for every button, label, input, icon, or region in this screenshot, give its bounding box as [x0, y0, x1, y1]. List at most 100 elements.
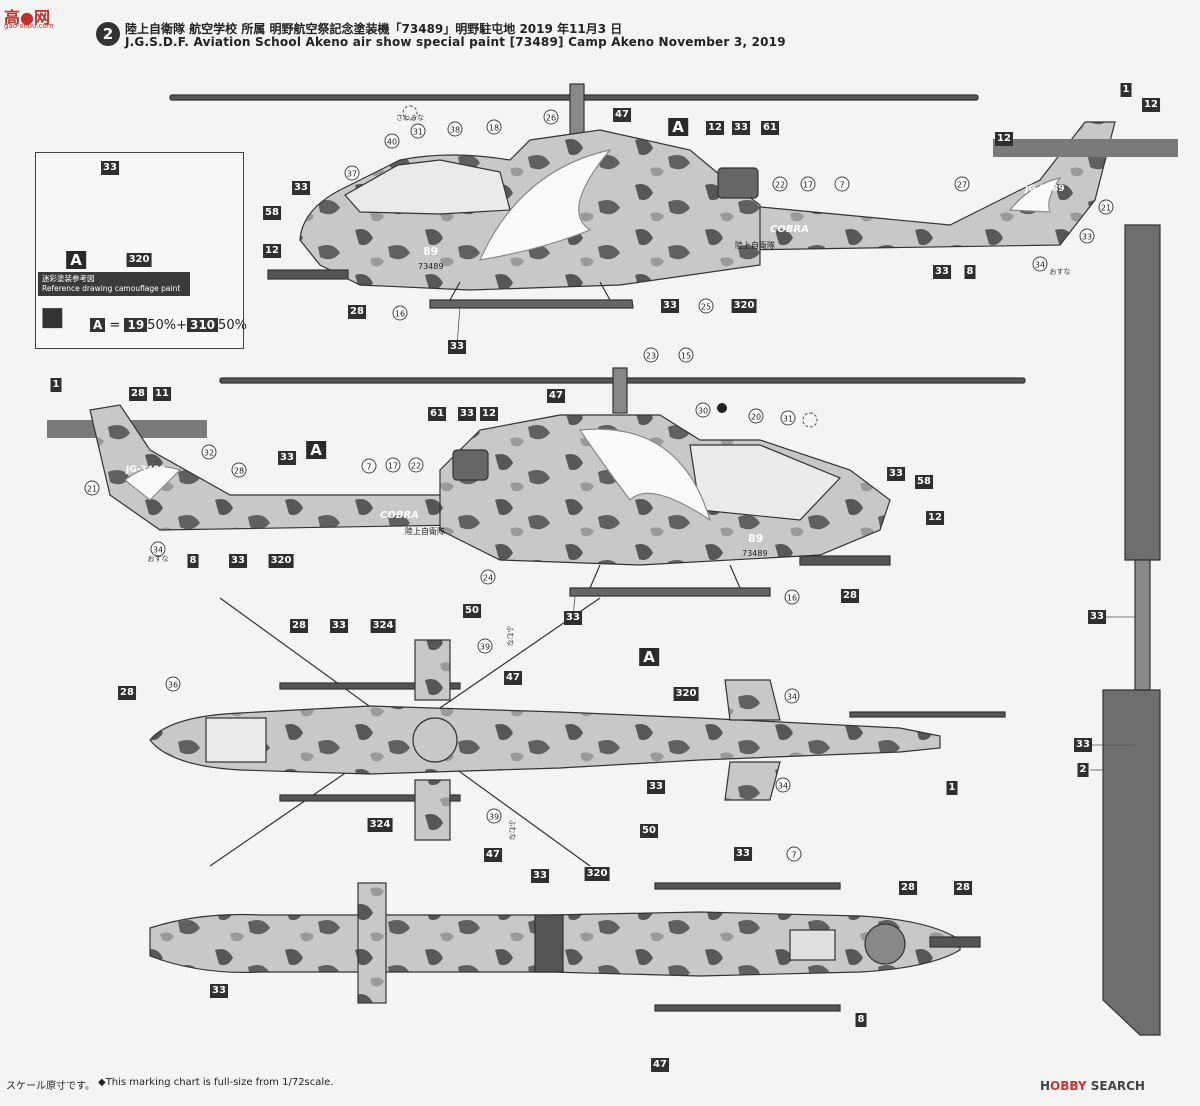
- callout-17-mid: 17: [385, 457, 401, 473]
- callout-50-bv: 50: [640, 824, 658, 838]
- callout-33-mid4: 33: [887, 467, 905, 481]
- tail-code-top: JG-3489: [1025, 184, 1065, 194]
- paint-drop-icon: ■: [40, 302, 65, 332]
- callout-16-mid: 16: [784, 589, 800, 605]
- caption-en: Reference drawing camouflage paint: [42, 284, 181, 293]
- serial-mid: 73489: [742, 549, 768, 558]
- mix-plus: +: [176, 318, 187, 333]
- callout-33-top1: 33: [732, 121, 750, 135]
- callout-47-tv2: 47: [484, 848, 502, 862]
- callout-47-bv: 47: [651, 1058, 669, 1072]
- callout-8-mid: 8: [187, 554, 199, 568]
- callout-28-top: 28: [348, 305, 366, 319]
- callout-47-tv1: 47: [504, 671, 522, 685]
- brand-prefix: H: [1040, 1079, 1051, 1093]
- callout-61-mid: 61: [428, 407, 446, 421]
- callout-7-top: 7: [834, 176, 850, 192]
- callout-33-top2: 33: [292, 181, 310, 195]
- callout-12-top: 12: [706, 121, 724, 135]
- dot-marker: [717, 403, 727, 413]
- callout-28-mid-tail: 28: [129, 387, 147, 401]
- callout-28-bv2: 28: [954, 881, 972, 895]
- callout-33-rotor2: 33: [1074, 738, 1092, 752]
- callout-320-bv: 320: [584, 867, 610, 881]
- callout-58-top: 58: [263, 206, 281, 220]
- callout-1-mid: 1: [50, 378, 62, 392]
- callout-33-mid5: 33: [564, 611, 582, 625]
- callout-33-rotor1: 33: [1088, 610, 1106, 624]
- callout-12-tail2: 12: [1142, 98, 1160, 112]
- callout-36: 36: [165, 676, 181, 692]
- callout-28-mid2: 28: [841, 589, 859, 603]
- callout-32: 32: [201, 444, 217, 460]
- cobra-text-top: COBRA: [770, 224, 809, 235]
- callout-33-bv2: 33: [531, 869, 549, 883]
- brand-hobby: OBBY: [1050, 1079, 1087, 1093]
- callout-7-mid: 7: [361, 458, 377, 474]
- rotor-blade-view: [1102, 224, 1161, 1036]
- callout-34-tv2: 34: [775, 777, 791, 793]
- callout-26: 26: [543, 109, 559, 125]
- watermark-logo: 高●网: [4, 8, 50, 27]
- ref-swatch-33: 33: [101, 161, 119, 175]
- nose-number-top: 89: [423, 245, 439, 258]
- callout-21-top: 21: [1098, 199, 1114, 215]
- caption-jp: 迷彩塗装参考図: [42, 274, 95, 283]
- callout-1-top: 1: [1120, 83, 1132, 97]
- callout-40: 40: [384, 133, 400, 149]
- callout-23: 23: [643, 347, 659, 363]
- brand-search: SEARCH: [1086, 1079, 1145, 1093]
- callout-320-mid: 320: [268, 554, 294, 568]
- callout-22-top: 22: [772, 176, 788, 192]
- callout-12-mid: 12: [480, 407, 498, 421]
- bottom-view: [149, 882, 981, 1012]
- unit-name-top: 陸上自衛隊: [735, 241, 775, 250]
- unit-name-mid: 陸上自衛隊: [405, 527, 445, 536]
- watermark-url: gao-shou.com: [4, 22, 54, 30]
- callout-34-top: 34: [1032, 256, 1048, 272]
- callout-a-tv: A: [639, 648, 659, 666]
- tail-code-mid: JG-3489: [126, 465, 166, 475]
- callout-33-top4: 33: [661, 299, 679, 313]
- callout-21-mid: 21: [84, 480, 100, 496]
- callout-7-bv: 7: [786, 846, 802, 862]
- title-english: J.G.S.D.F. Aviation School Akeno air sho…: [125, 35, 786, 49]
- callout-33-tv2: 33: [647, 780, 665, 794]
- callout-31-mid: 31: [780, 410, 796, 426]
- top-view: [149, 597, 1006, 867]
- callout-22-mid: 22: [408, 457, 424, 473]
- callout-33-bv1: 33: [734, 847, 752, 861]
- callout-15: 15: [678, 347, 694, 363]
- callout-28-mid: 28: [231, 462, 247, 478]
- callout-47-top: 47: [613, 108, 631, 122]
- callout-27: 27: [954, 176, 970, 192]
- callout-20: 20: [748, 408, 764, 424]
- callout-50-tv: 50: [463, 604, 481, 618]
- mix-a-pct: 50%: [147, 318, 177, 333]
- callout-12-tail: 12: [995, 132, 1013, 146]
- callout-11: 11: [153, 387, 171, 401]
- callout-28-bv1: 28: [899, 881, 917, 895]
- side-view-right: [47, 367, 1026, 597]
- ref-swatch-320: 320: [126, 253, 152, 267]
- callout-58-mid: 58: [915, 475, 933, 489]
- callout-a-mid: A: [306, 441, 326, 459]
- callout-2-rotor: 2: [1077, 763, 1089, 777]
- ref-label-a: A: [66, 251, 86, 269]
- callout-34-tv1: 34: [784, 688, 800, 704]
- callout-34-mid: 34: [150, 541, 166, 557]
- note-fumuna-tv1: ふむな: [506, 625, 514, 647]
- reference-box: [35, 152, 244, 349]
- mix-label: A: [90, 318, 106, 332]
- callout-33-mid3: 33: [458, 407, 476, 421]
- callout-28-tv2: 28: [118, 686, 136, 700]
- callout-33-tv1: 33: [330, 619, 348, 633]
- footer-scale-jp: スケール原寸です。: [6, 1081, 95, 1092]
- callout-31: 31: [410, 123, 426, 139]
- callout-320-tv: 320: [673, 687, 699, 701]
- marker-circle-top: [402, 105, 418, 121]
- cobra-text-mid: COBRA: [380, 510, 419, 521]
- note-osuna-top: おすな: [1049, 268, 1071, 276]
